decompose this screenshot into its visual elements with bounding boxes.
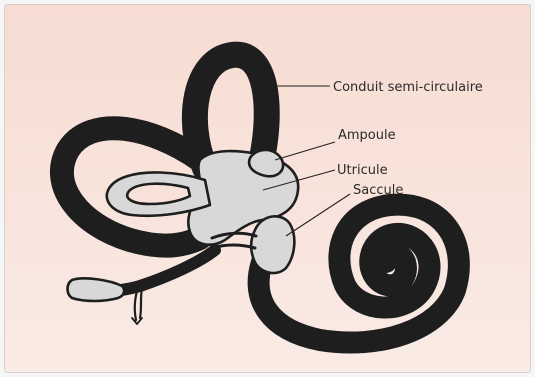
label-utricule: Utricule [337,163,388,178]
label-ampoule: Ampoule [338,128,396,143]
label-saccule: Saccule [353,183,403,198]
saccule [251,216,294,273]
label-conduit: Conduit semi-circulaire [333,80,483,95]
duct-arrow [132,318,142,324]
ampulla [249,150,283,176]
small-vertical-duct [135,288,142,320]
endolymphatic-sac [68,278,125,301]
lateral-canal [107,172,210,215]
ampoule-leader [275,142,335,160]
